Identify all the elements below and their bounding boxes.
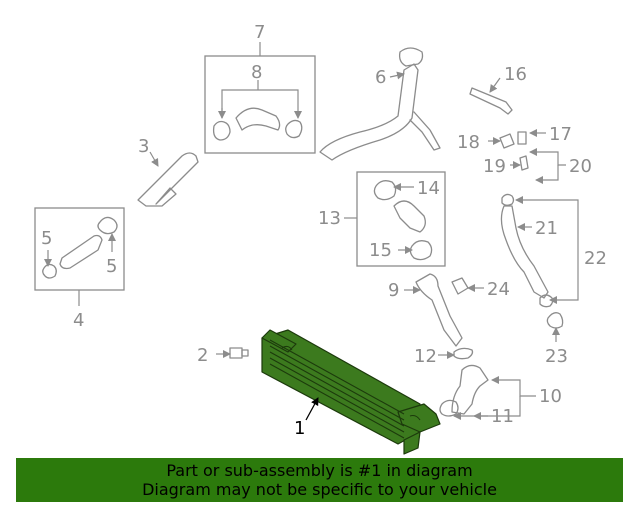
callout-22[interactable]: 22 [584,248,607,269]
callout-12[interactable]: 12 [414,346,437,367]
group-13-box [344,171,446,267]
callout-18[interactable]: 18 [457,132,480,153]
hose-21 [500,205,549,299]
bolt-2 [216,347,249,359]
banner-line-1: Part or sub-assembly is #1 in diagram [166,461,473,480]
callout-23[interactable]: 23 [545,346,568,367]
callout-10[interactable]: 10 [539,386,562,407]
callout-4[interactable]: 4 [73,310,84,331]
callout-7[interactable]: 7 [254,22,265,43]
group-4-box [34,207,125,306]
clip-19 [519,155,529,171]
callout-6[interactable]: 6 [375,67,386,88]
callout-19[interactable]: 19 [483,156,506,177]
callout-5b[interactable]: 5 [106,256,117,277]
clamp-8a [212,120,231,141]
pipe-6 [319,47,441,161]
callout-14[interactable]: 14 [417,178,440,199]
callout-2[interactable]: 2 [197,345,208,366]
callout-9[interactable]: 9 [388,280,399,301]
group-7-box [204,42,316,154]
callout-24[interactable]: 24 [487,279,510,300]
hoses-16-24 [451,77,579,342]
cap-23 [546,312,564,329]
callout-13[interactable]: 13 [318,208,341,229]
clip-18 [499,133,515,149]
callout-15[interactable]: 15 [369,240,392,261]
callouts: 1 2 3 4 5 5 6 7 8 9 10 11 12 13 14 15 16… [41,22,607,439]
duct-3 [137,151,199,207]
callout-8[interactable]: 8 [251,62,262,83]
callout-11[interactable]: 11 [491,406,514,427]
duct-9 [404,273,463,347]
pipe-16 [469,87,513,115]
callout-3[interactable]: 3 [138,136,149,157]
clip-24 [451,277,469,295]
hose-10 [439,364,536,420]
callout-21[interactable]: 21 [535,218,558,239]
callout-16[interactable]: 16 [504,64,527,85]
callout-17[interactable]: 17 [549,124,572,145]
hose-8 [235,107,281,131]
banner-line-2: Diagram may not be specific to your vehi… [142,480,497,499]
clamp-8b [285,119,303,139]
callout-20[interactable]: 20 [569,156,592,177]
callout-5a[interactable]: 5 [41,228,52,249]
info-banner: Part or sub-assembly is #1 in diagram Di… [16,458,623,502]
intercooler-1[interactable] [261,329,441,455]
bracket-17 [517,131,527,145]
clamp-12 [438,347,474,360]
callout-1[interactable]: 1 [294,418,305,439]
